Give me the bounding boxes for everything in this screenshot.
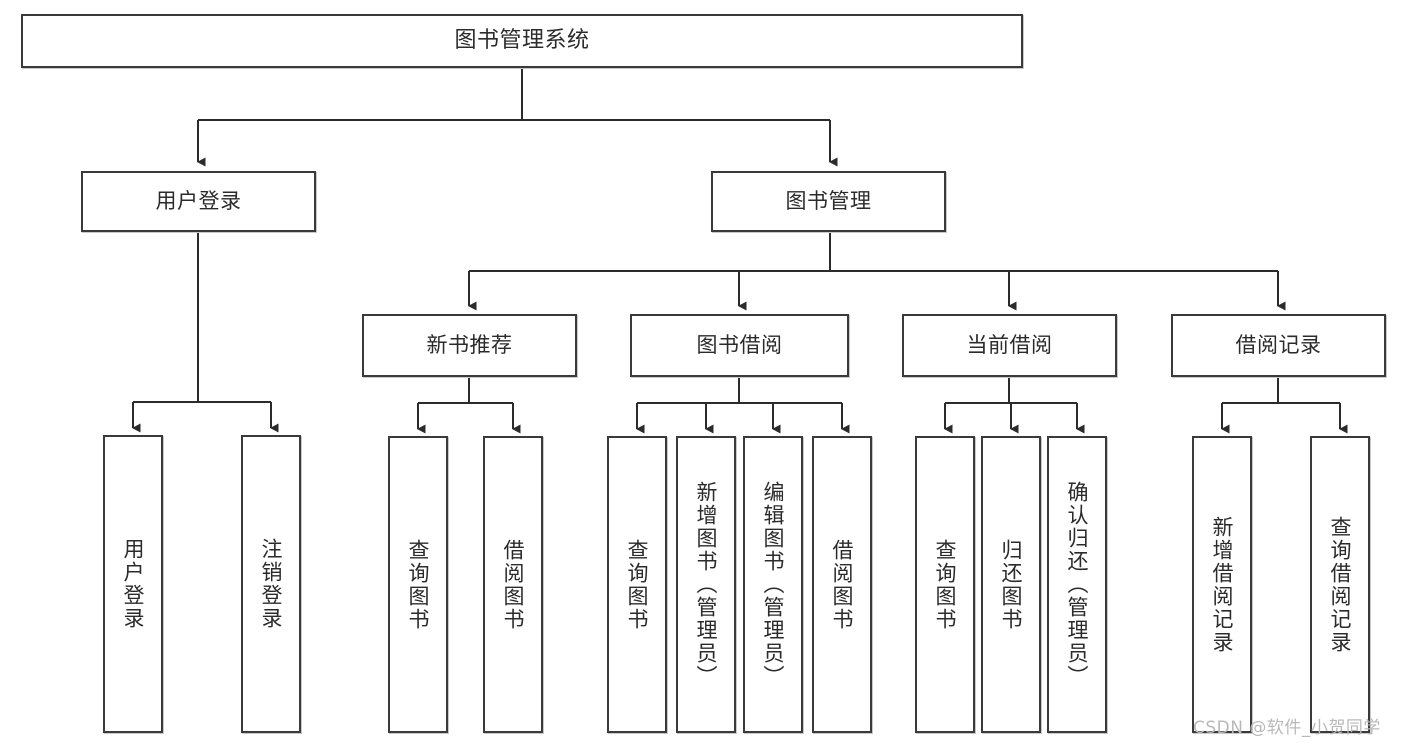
node-label: 用户登录 [121, 538, 146, 630]
node-label: 借阅记录 [1235, 333, 1322, 358]
leaf-current-confirm-return-admin[interactable]: 确认归还（管理员） [1047, 436, 1107, 733]
leaf-borrow-query-book[interactable]: 查询图书 [607, 436, 667, 733]
node-label: 查询借阅记录 [1328, 515, 1353, 654]
leaf-user-login-signin[interactable]: 用户登录 [103, 435, 163, 733]
leaf-record-query[interactable]: 查询借阅记录 [1310, 436, 1370, 733]
node-label: 图书管理系统 [454, 27, 590, 53]
leaf-borrow-add-book-admin[interactable]: 新增图书（管理员） [676, 436, 736, 733]
node-root-system[interactable]: 图书管理系统 [21, 14, 1023, 68]
node-label: 新增图书（管理员） [694, 481, 719, 688]
node-label: 归还图书 [999, 538, 1024, 631]
leaf-current-query-book[interactable]: 查询图书 [915, 436, 975, 733]
leaf-new-book-borrow[interactable]: 借阅图书 [483, 436, 543, 733]
node-label: 注销登录 [259, 538, 284, 630]
node-label: 查询图书 [933, 538, 958, 631]
leaf-record-add[interactable]: 新增借阅记录 [1192, 436, 1252, 733]
node-borrow-record[interactable]: 借阅记录 [1171, 314, 1386, 377]
node-book-management[interactable]: 图书管理 [711, 171, 946, 232]
node-label: 确认归还（管理员） [1065, 481, 1090, 688]
node-label: 编辑图书（管理员） [761, 481, 786, 688]
leaf-current-return-book[interactable]: 归还图书 [981, 436, 1041, 733]
node-current-borrow[interactable]: 当前借阅 [902, 314, 1117, 377]
node-label: 借阅图书 [830, 538, 855, 631]
node-label: 图书管理 [785, 189, 872, 214]
csdn-watermark: CSDN @软件_小贺同学 [1193, 718, 1381, 738]
node-label: 当前借阅 [966, 333, 1053, 358]
leaf-new-book-query[interactable]: 查询图书 [388, 436, 448, 733]
node-label: 查询图书 [625, 538, 650, 631]
node-label: 借阅图书 [501, 538, 526, 631]
node-user-login[interactable]: 用户登录 [81, 171, 316, 232]
node-new-book-recommend[interactable]: 新书推荐 [362, 314, 577, 377]
node-label: 查询图书 [406, 538, 431, 631]
node-label: 图书借阅 [696, 333, 783, 358]
node-label: 用户登录 [155, 189, 242, 214]
node-label: 新增借阅记录 [1210, 515, 1235, 654]
leaf-borrow-edit-book-admin[interactable]: 编辑图书（管理员） [743, 436, 803, 733]
node-book-borrow[interactable]: 图书借阅 [630, 314, 849, 377]
node-label: 新书推荐 [426, 333, 513, 358]
leaf-borrow-borrow-book[interactable]: 借阅图书 [812, 436, 872, 733]
leaf-user-login-signout[interactable]: 注销登录 [241, 435, 301, 733]
